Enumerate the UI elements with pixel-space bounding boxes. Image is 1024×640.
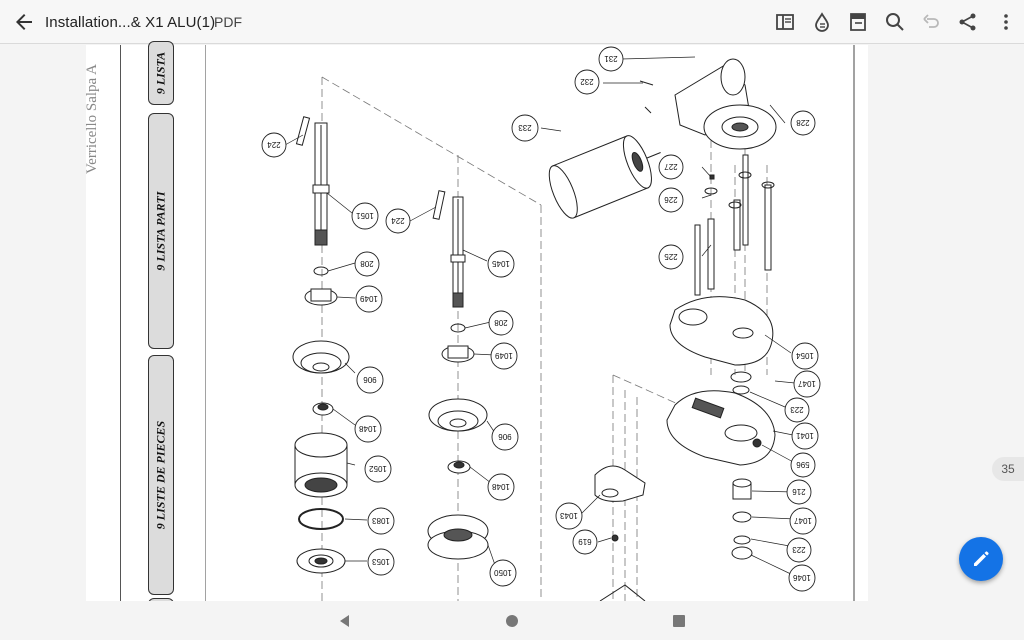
callout-label: 1049: [495, 351, 513, 360]
callout-label: 1041: [796, 431, 814, 440]
callout-label: 1048: [359, 424, 377, 433]
callout-label: 1046: [793, 573, 811, 582]
triangle-back-icon: [340, 615, 349, 627]
callout-label: 1051: [356, 211, 374, 220]
back-button[interactable]: [12, 10, 36, 34]
callout-label: 906: [363, 375, 377, 384]
circle-home-icon: [506, 615, 518, 627]
callout-label: 1054: [796, 351, 814, 360]
callout-label: 1047: [794, 516, 812, 525]
share-icon: [959, 13, 976, 31]
callout-label: 619: [578, 537, 592, 546]
pencil-icon: [974, 551, 989, 566]
top-app-bar: Installation...& X1 ALU(1) PDF: [0, 0, 1024, 44]
nav-back-button[interactable]: [335, 611, 355, 631]
search-button[interactable]: [884, 11, 906, 33]
callout-label: 1045: [492, 259, 510, 268]
callout-label: 1047: [798, 379, 816, 388]
section-tab-lista: 9 LISTA: [148, 41, 174, 105]
callout-label: 227: [664, 162, 678, 171]
callout-label: 208: [494, 318, 508, 327]
liquid-mode-button[interactable]: [811, 11, 833, 33]
callout-label: 224: [267, 140, 281, 149]
arrow-left-icon: [16, 14, 32, 30]
reading-mode-icon: [776, 14, 794, 30]
share-button[interactable]: [957, 11, 979, 33]
undo-icon: [923, 14, 939, 28]
callout-label: 1043: [560, 511, 578, 520]
page-number-indicator[interactable]: 35: [992, 457, 1024, 481]
callout-label: 1053: [372, 557, 390, 566]
callout-label: 1049: [360, 294, 378, 303]
callout-label: 231: [604, 54, 618, 63]
callout-label: 232: [580, 77, 594, 86]
file-type-label: PDF: [214, 14, 242, 30]
edit-fab-button[interactable]: [959, 537, 1003, 581]
side-title-text: Verricello Salpa A: [84, 64, 100, 174]
callout-label: 228: [796, 118, 810, 127]
undo-button[interactable]: [920, 11, 942, 33]
callout-label: 1048: [492, 482, 510, 491]
callout-label: 208: [360, 259, 374, 268]
square-recents-icon: [673, 615, 685, 627]
search-icon: [886, 13, 904, 31]
callout-label: 223: [790, 405, 804, 414]
callout-label: 223: [792, 545, 806, 554]
system-navigation-bar: [0, 601, 1024, 640]
callout-label: 224: [391, 216, 405, 225]
nav-recents-button[interactable]: [669, 611, 689, 631]
tab-label: 9 LISTA: [153, 51, 168, 95]
section-tab-strip: 9 LISTA 9 LISTA PARTI 9 LISTE DE PIECES: [120, 41, 180, 628]
reading-mode-button[interactable]: [774, 11, 796, 33]
callout-label: 225: [664, 252, 678, 261]
more-options-button[interactable]: [995, 11, 1017, 33]
callout-label: 1083: [372, 516, 390, 525]
callout-label: 596: [796, 460, 810, 469]
callout-label: 1050: [494, 568, 512, 577]
callout-label: 233: [518, 123, 532, 132]
tab-label: 9 LISTA PARTI: [153, 191, 168, 271]
callout-label: 226: [664, 195, 678, 204]
callout-label: 216: [792, 487, 806, 496]
side-title: Verricello Salpa A: [84, 64, 100, 174]
section-tab-liste-de-pieces: 9 LISTE DE PIECES: [148, 355, 174, 595]
exploded-parts-diagram: 224 1051 208 1049 906 1048 1052 1083 105…: [205, 45, 855, 601]
callout-label: 1052: [369, 464, 387, 473]
comment-button[interactable]: [847, 11, 869, 33]
comment-icon: [850, 13, 866, 31]
liquid-mode-icon: [815, 12, 829, 32]
callout-label: 906: [498, 432, 512, 441]
section-tab-lista-parti: 9 LISTA PARTI: [148, 113, 174, 349]
document-title: Installation...& X1 ALU(1): [45, 14, 216, 31]
tab-label: 9 LISTE DE PIECES: [153, 420, 168, 530]
more-vertical-icon: [1004, 14, 1008, 30]
nav-home-button[interactable]: [502, 611, 522, 631]
